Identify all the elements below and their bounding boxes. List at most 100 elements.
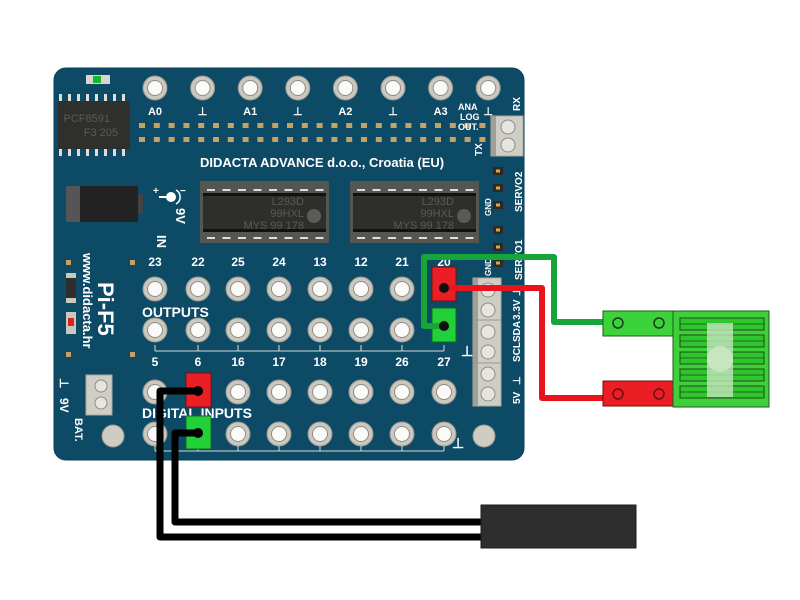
output-pin-25[interactable] [225, 276, 251, 302]
input-pin-27[interactable] [431, 379, 457, 405]
input-pin-26[interactable] [389, 379, 415, 405]
analog-out-label-2: LOG [460, 112, 480, 122]
output-bottom-label: 18 [313, 355, 327, 369]
input-pin-26-gnd[interactable] [389, 421, 415, 447]
output-bottom-label: 5 [152, 355, 159, 369]
analog-pin-label: A3 [434, 106, 448, 118]
output-pin-26[interactable] [389, 317, 415, 343]
header-pad [346, 123, 353, 128]
analog-pin-1[interactable] [190, 75, 216, 101]
header-pad [390, 137, 397, 142]
temperature-probe [480, 504, 637, 549]
sensor-screw-red [612, 388, 624, 400]
header-pad [375, 137, 382, 142]
output-pin-6[interactable] [185, 317, 211, 343]
driver-chip-line1: L293D [272, 196, 304, 208]
input-pin-27-gnd[interactable] [431, 421, 457, 447]
header-pad [331, 123, 338, 128]
power-voltage-label: 9V [173, 208, 188, 224]
output-pin-5[interactable] [142, 317, 168, 343]
terminal-label: ⊥ [512, 287, 523, 296]
gpio-header-pads [139, 123, 486, 142]
header-pad [464, 123, 471, 128]
wire-red [444, 285, 608, 401]
input-pin-17[interactable] [266, 379, 292, 405]
header-pad [153, 123, 160, 128]
header-pad [390, 123, 397, 128]
battery-terminal[interactable] [85, 374, 113, 416]
analog-pin-5[interactable] [380, 75, 406, 101]
analog-pin-label: ⊥ [483, 106, 493, 118]
analog-pin-0[interactable] [142, 75, 168, 101]
output-pin-22[interactable] [185, 276, 211, 302]
analog-pin-4[interactable] [332, 75, 358, 101]
output-pin-13[interactable] [307, 276, 333, 302]
driver-chip-line2: 99HXL [420, 208, 454, 220]
input-pin-16-gnd[interactable] [225, 421, 251, 447]
output-top-label: 23 [148, 255, 162, 269]
input-pin-18-gnd[interactable] [307, 421, 333, 447]
board-name: Pi-F5 [93, 282, 118, 336]
header-pad [168, 123, 175, 128]
output-pin-21[interactable] [389, 276, 415, 302]
sensor-screw-green [612, 317, 624, 329]
analog-out-label-3: OUT. [458, 122, 479, 132]
driver-chip-line2: 99HXL [270, 208, 304, 220]
header-pad [183, 137, 190, 142]
header-pad [227, 123, 234, 128]
output-pin-19[interactable] [348, 317, 374, 343]
i2c-terminal-block[interactable] [472, 277, 502, 407]
output-pin-23[interactable] [142, 276, 168, 302]
output-top-label: 25 [231, 255, 245, 269]
analog-pin-3[interactable] [285, 75, 311, 101]
output-pin-16[interactable] [225, 317, 251, 343]
driver-chip-line3: MYS 99 178 [393, 220, 454, 232]
header-pad [449, 123, 456, 128]
manufacturer-label: DIDACTA ADVANCE d.o.o., Croatia (EU) [200, 155, 444, 170]
header-pad [183, 123, 190, 128]
servo-headers[interactable] [493, 167, 503, 267]
mounting-hole [101, 424, 125, 448]
terminal-label: 3.3V [512, 299, 523, 320]
outputs-title: OUTPUTS [142, 304, 209, 320]
output-top-label: 13 [313, 255, 327, 269]
input-pin-17-gnd[interactable] [266, 421, 292, 447]
adc-chip-line2: F3 205 [84, 127, 118, 139]
polarity-minus: − [180, 186, 186, 197]
analog-pin-label: A0 [148, 106, 162, 118]
website-label: www.didacta.hr [80, 252, 95, 349]
header-pad [346, 137, 353, 142]
header-pad [435, 137, 441, 142]
analog-pin-label: ⊥ [388, 106, 398, 118]
output-pin-24[interactable] [266, 276, 292, 302]
analog-pin-6[interactable] [428, 75, 454, 101]
output-bottom-label: 6 [195, 355, 202, 369]
uart-terminal-block[interactable] [490, 115, 524, 157]
input-pin-16[interactable] [225, 379, 251, 405]
header-pad [272, 123, 279, 128]
input-pin-19[interactable] [348, 379, 374, 405]
header-pad [287, 137, 293, 142]
header-pad [301, 137, 308, 142]
header-pad [213, 137, 219, 142]
input-pin-19-gnd[interactable] [348, 421, 374, 447]
output-pin-17[interactable] [266, 317, 292, 343]
smd-pad [66, 260, 71, 265]
analog-pin-2[interactable] [237, 75, 263, 101]
output-pin-18[interactable] [307, 317, 333, 343]
analog-pin-row: A0⊥A1⊥A2⊥A3⊥ [142, 75, 501, 118]
analog-pin-7[interactable] [475, 75, 501, 101]
output-pin-12[interactable] [348, 276, 374, 302]
header-pad [420, 137, 427, 142]
header-pad [316, 123, 323, 128]
input-pin-18[interactable] [307, 379, 333, 405]
header-pad [361, 137, 367, 142]
output-bottom-label: 19 [354, 355, 368, 369]
power-jack[interactable] [66, 186, 143, 222]
polarity-plus: + [153, 186, 159, 197]
header-pad [257, 137, 264, 142]
driver-chip-line3: MYS 99 178 [243, 220, 304, 232]
